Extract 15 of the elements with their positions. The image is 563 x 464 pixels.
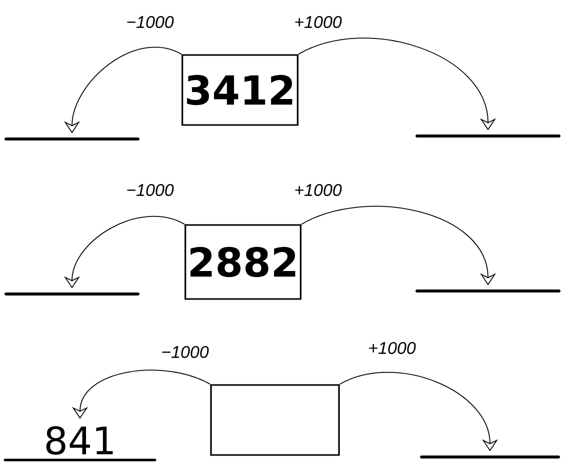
edge-label: −1000 bbox=[127, 184, 174, 196]
number-box: 2882 bbox=[184, 224, 302, 300]
answer-line bbox=[416, 290, 560, 292]
answer-line bbox=[416, 134, 560, 138]
answer-line bbox=[4, 292, 140, 296]
number-box: 3412 bbox=[182, 54, 298, 126]
written-answer: 841 bbox=[4, 426, 156, 462]
edge-label: +1000 bbox=[369, 342, 416, 354]
edge-label: +1000 bbox=[295, 184, 342, 196]
edge-label: +1000 bbox=[295, 16, 342, 28]
empty-box bbox=[210, 384, 340, 456]
edge-label: −1000 bbox=[162, 346, 209, 358]
answer-line bbox=[420, 456, 560, 458]
edge-label: −1000 bbox=[127, 16, 174, 28]
answer-line bbox=[4, 138, 140, 140]
